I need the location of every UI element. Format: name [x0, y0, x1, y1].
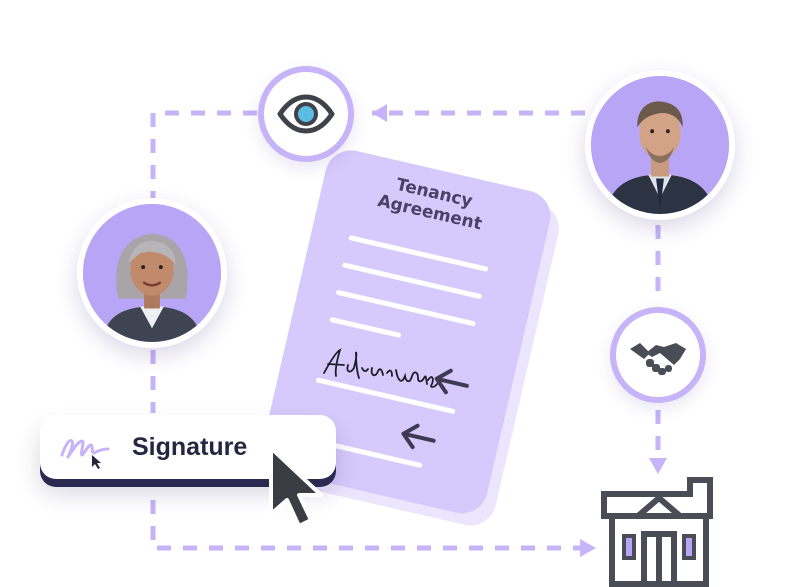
eye-icon [264, 72, 348, 156]
woman-portrait-icon [83, 204, 221, 342]
tenant-avatar [77, 198, 227, 348]
signature-field-label: Signature [132, 433, 247, 462]
arrowhead-to-eye [372, 104, 387, 122]
signature-scribble-icon [58, 429, 114, 469]
man-portrait-icon [591, 76, 729, 214]
landlord-avatar [585, 70, 735, 220]
mouse-pointer-icon [265, 444, 329, 530]
view-step-badge [258, 66, 354, 162]
house-icon [598, 472, 720, 587]
connector-bottom [153, 500, 580, 548]
connector-left-top [153, 113, 258, 205]
agreement-step-badge [610, 307, 706, 403]
arrowhead-to-house-bottom [580, 539, 596, 557]
handshake-icon [616, 313, 700, 397]
